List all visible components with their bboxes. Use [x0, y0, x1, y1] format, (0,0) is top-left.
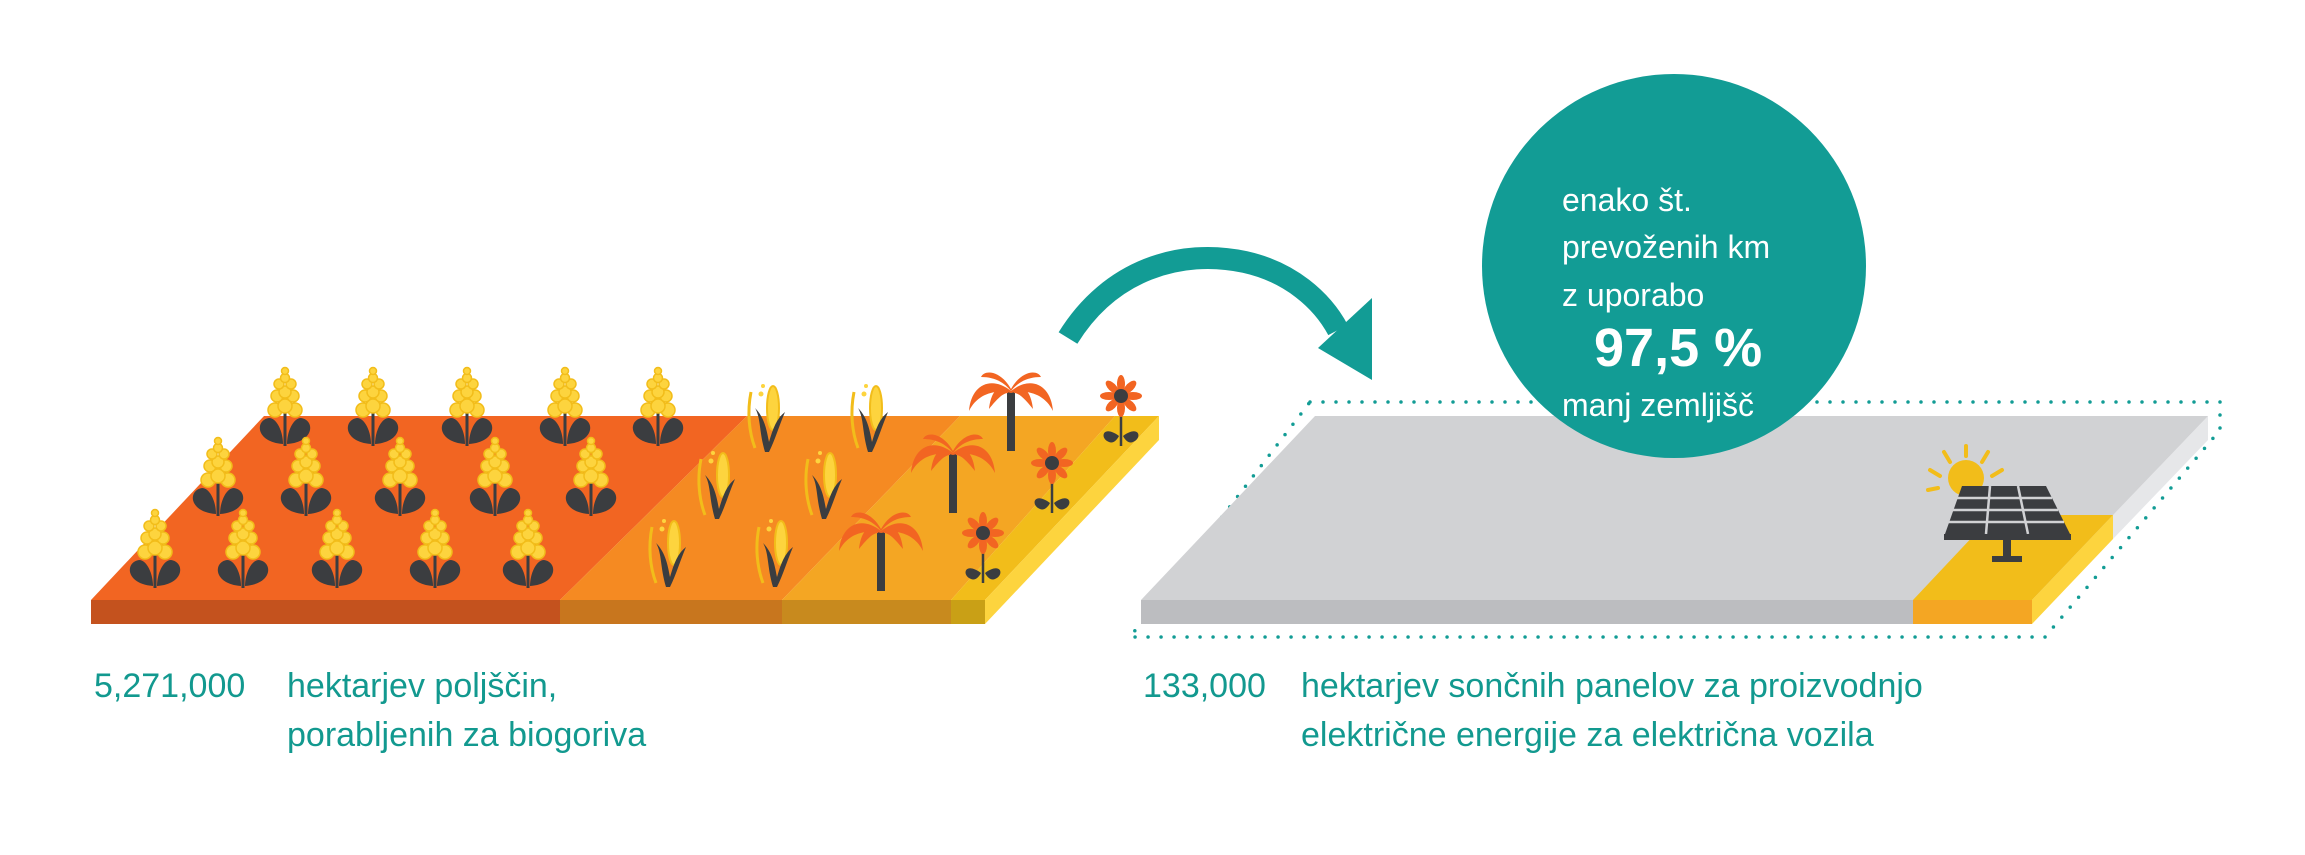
sunflower-field-front: [951, 600, 985, 624]
rapeseed-field-front: [91, 600, 560, 624]
biofuel-hectares-value: 5,271,000: [94, 667, 245, 705]
solar-land-field: [1126, 400, 2222, 639]
bubble-line-1: enako št.: [1562, 182, 1692, 218]
solar-patch-side: [2032, 515, 2113, 624]
solar-label-line-2: električne energije za električna vozila: [1301, 716, 1874, 754]
gray-field-side: [2113, 416, 2208, 539]
sun-icon: [1926, 444, 2004, 496]
field-side: [985, 416, 1159, 624]
bubble-line-3: z uporabo: [1562, 277, 1704, 313]
palm-field-front: [782, 600, 951, 624]
solar-panel-icon: [1944, 485, 2071, 562]
sunflower-field-top: [951, 416, 1159, 600]
solar-hectares-value: 133,000: [1143, 667, 1266, 705]
biofuel-label-line-1: hektarjev poljščin,: [287, 667, 557, 705]
biofuel-crop-field: [91, 366, 1159, 624]
bubble-percent: 97,5 %: [1594, 318, 1762, 378]
corn-field-front: [560, 600, 782, 624]
gray-field-front: [1141, 600, 1913, 624]
solar-label-line-1: hektarjev sončnih panelov za proizvodnjo: [1301, 667, 1923, 705]
bubble-line-2: prevoženih km: [1562, 229, 1770, 265]
curved-arrow-icon: [1058, 247, 1372, 380]
biofuel-label-line-2: porabljenih za biogoriva: [287, 716, 646, 754]
savings-bubble: enako št. prevoženih km z uporabo 97,5 %…: [1482, 74, 1866, 458]
solar-patch-front: [1913, 600, 2032, 624]
bubble-line-5: manj zemljišč: [1562, 387, 1754, 423]
